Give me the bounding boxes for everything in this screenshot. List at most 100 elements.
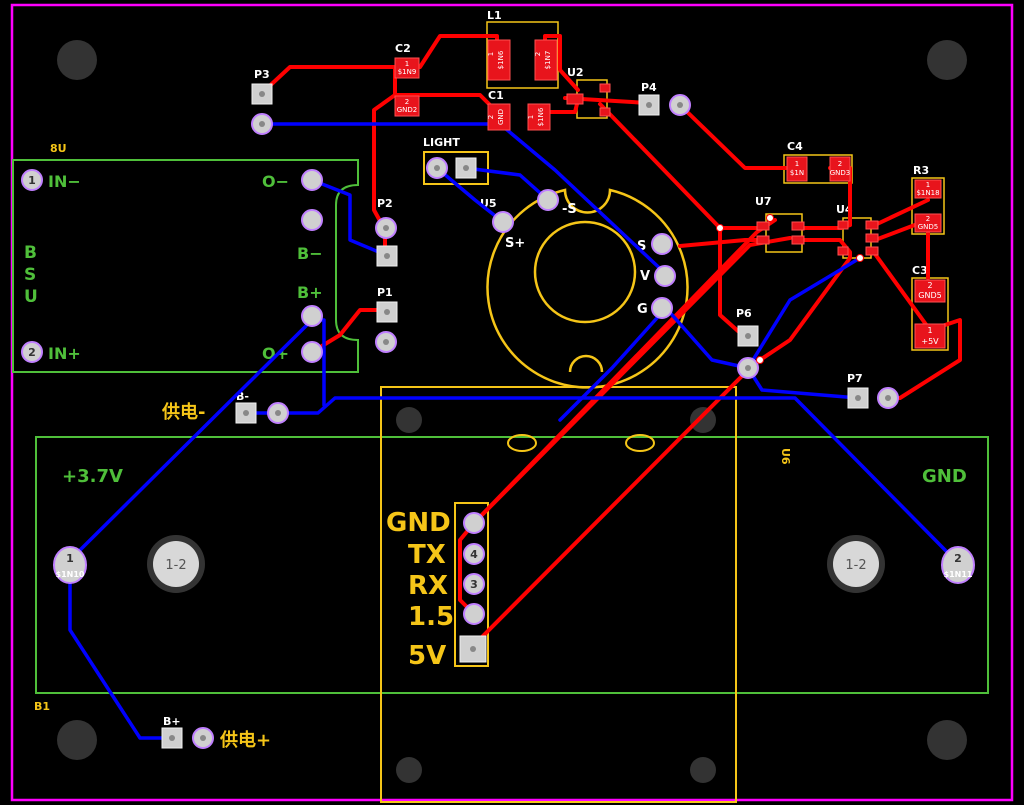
- u7-pad: [791, 221, 805, 231]
- c3-pad-1-net: +5V: [921, 337, 939, 346]
- c2-pad-2-num: 2: [405, 98, 409, 106]
- u2-pad: [566, 93, 584, 105]
- mounting-hole: [57, 720, 97, 760]
- label-header-gnd: GND: [386, 508, 451, 538]
- label-c4: C4: [787, 140, 803, 153]
- header-pad-gnd: [463, 512, 485, 534]
- bms-pad-in-minus-num: 1: [28, 174, 36, 187]
- mounting-hole: [396, 757, 422, 783]
- c2-pad-2-net: GND2: [397, 106, 418, 114]
- label-u7: U7: [755, 195, 772, 208]
- c1-pad-2-num: 2: [487, 115, 495, 119]
- c2-pad-1-net: $1N9: [398, 68, 417, 76]
- c3-pad-1-num: 1: [927, 326, 932, 335]
- b1-pad-right: [941, 546, 975, 584]
- label-bms-b-minus: B−: [297, 244, 323, 263]
- smd-pads: [394, 39, 946, 349]
- bms-pad-in-minus: [21, 169, 43, 191]
- label-header-tx: TX: [408, 540, 446, 570]
- label-p6: P6: [736, 307, 752, 320]
- label-bms-o-minus: O−: [262, 172, 289, 191]
- l1-pad-1-num: 1: [487, 52, 495, 56]
- label-u2: U2: [567, 66, 584, 79]
- c2-pad-1: [394, 57, 420, 79]
- bms-module-outline: [12, 159, 359, 373]
- bms-pad-b-minus: [301, 209, 323, 231]
- u7-pad: [791, 235, 805, 245]
- b1-pad-left: [53, 546, 87, 584]
- label-u6: U6: [779, 448, 792, 465]
- label-sensor-v: V: [640, 269, 650, 284]
- l1-pad-2-num: 2: [534, 52, 542, 56]
- label-sensor-g: G: [637, 302, 648, 317]
- c2-pad-1-num: 1: [405, 60, 409, 68]
- r3-pad-2-net: GND5: [918, 223, 939, 231]
- r3-pad-1-net: $1N18: [916, 189, 939, 197]
- mounting-holes: [57, 40, 967, 783]
- label-p3: P3: [254, 68, 270, 81]
- u2-pad: [599, 83, 611, 93]
- vias: [716, 214, 864, 364]
- label-header-rx: RX: [408, 571, 448, 601]
- r3-pad-2-num: 2: [926, 215, 930, 223]
- board-outline: [10, 3, 1014, 802]
- c4-pad-1-num: 1: [795, 160, 799, 168]
- c3-pad-1: [914, 323, 946, 349]
- c1-pad-2: [487, 103, 511, 131]
- bms-pad-in-plus: [21, 341, 43, 363]
- u6-module-outline: [380, 386, 737, 803]
- label-p4: P4: [641, 81, 657, 94]
- u4-pad: [865, 220, 879, 230]
- u5-sensor-outline: [486, 188, 689, 389]
- header-pad-rx-num: 3: [470, 578, 478, 591]
- label-c1: C1: [488, 89, 504, 102]
- u5-pad-s: [651, 233, 673, 255]
- u5-notch-bottom: [568, 354, 604, 373]
- via: [716, 224, 724, 232]
- label-battery-plus: +3.7V: [62, 466, 123, 487]
- u5-pad-s-plus: [492, 211, 514, 233]
- c1-pad-1: [527, 103, 551, 131]
- u7-pad: [756, 221, 770, 231]
- header-pad-rx: [463, 573, 485, 595]
- bms-pad-b-plus: [301, 305, 323, 327]
- l1-pad-1: [487, 39, 511, 81]
- label-p1: P1: [377, 286, 393, 299]
- c4-pad-2-net: GND3: [830, 169, 851, 177]
- label-u8: 8U: [50, 142, 67, 155]
- smd-pad-net-labels: 1 $1N9 2 GND2 1 $1N6 2 $1N7 2 GND 1 $1N6…: [397, 50, 942, 346]
- u4-pad: [837, 220, 849, 230]
- u5-sensor-inner: [533, 220, 637, 324]
- l1-pad-1-net: $1N6: [497, 50, 505, 69]
- bms-pad-in-plus-num: 2: [28, 346, 36, 359]
- c1-pad-1-num: 1: [527, 115, 535, 119]
- label-light: LIGHT: [423, 136, 460, 149]
- label-supply-plus: 供电+: [219, 729, 271, 751]
- c3-pad-2-num: 2: [927, 281, 932, 290]
- battery-hole-label-right: 1-2: [845, 558, 866, 573]
- label-p2: P2: [377, 197, 393, 210]
- label-b-plus: B+: [163, 715, 181, 728]
- label-header-5v: 5V: [408, 641, 446, 671]
- header-pad-15: [463, 603, 485, 625]
- via: [756, 356, 764, 364]
- c4-pad-1-net: $1N: [790, 169, 804, 177]
- label-bms-b: B: [24, 243, 37, 263]
- label-bms-s: S: [24, 265, 36, 285]
- u5-pad-g: [651, 297, 673, 319]
- u7-pad: [756, 235, 770, 245]
- label-c3: C3: [912, 264, 928, 277]
- label-l1: L1: [487, 9, 502, 22]
- c4-pad-2-num: 2: [838, 160, 842, 168]
- c1-pad-1-net: $1N6: [537, 107, 545, 126]
- mounting-hole: [396, 407, 422, 433]
- u5-pad-v: [654, 265, 676, 287]
- c3-pad-2-net: GND5: [918, 291, 941, 300]
- label-bms-in-minus: IN−: [48, 172, 81, 191]
- label-header-15: 1.5: [408, 602, 454, 632]
- label-supply-minus: 供电-: [161, 401, 205, 423]
- bms-pad-o-minus: [301, 169, 323, 191]
- c1-pad-2-net: GND: [497, 109, 505, 125]
- label-sensor-s-minus: -S: [562, 202, 577, 217]
